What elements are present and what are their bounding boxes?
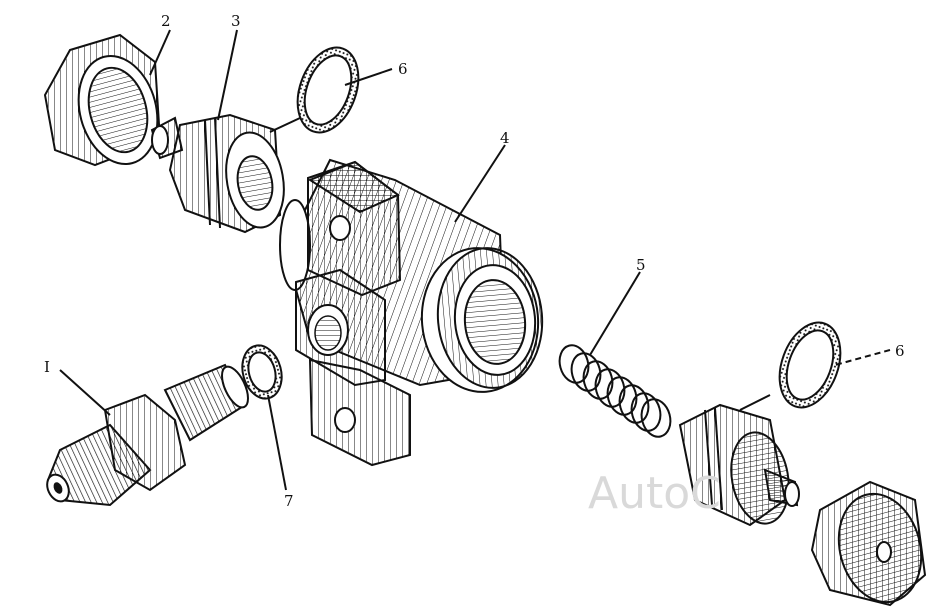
watermark: AutoC: [588, 468, 721, 519]
callout-2: 2: [161, 12, 171, 30]
callout-7: 7: [284, 492, 294, 510]
bleed-screw: [46, 363, 249, 507]
seal-ring-right: [778, 321, 842, 409]
seal-ring-top: [296, 46, 360, 134]
leader-lines: [59, 29, 891, 491]
cylinder-body: [279, 158, 544, 467]
piston-top: [150, 113, 285, 234]
callout-3: 3: [231, 12, 241, 30]
callout-6-top: 6: [398, 60, 408, 78]
cap-nut-bottom: [810, 480, 927, 607]
cap-nut-top: [43, 33, 162, 167]
callout-1: I: [44, 358, 50, 376]
spring: [558, 344, 672, 438]
piston-right: [678, 403, 800, 527]
callout-4: 4: [500, 129, 510, 147]
gasket-small: [241, 344, 283, 400]
callout-5: 5: [636, 256, 646, 274]
callout-6-right: 6: [895, 342, 905, 360]
